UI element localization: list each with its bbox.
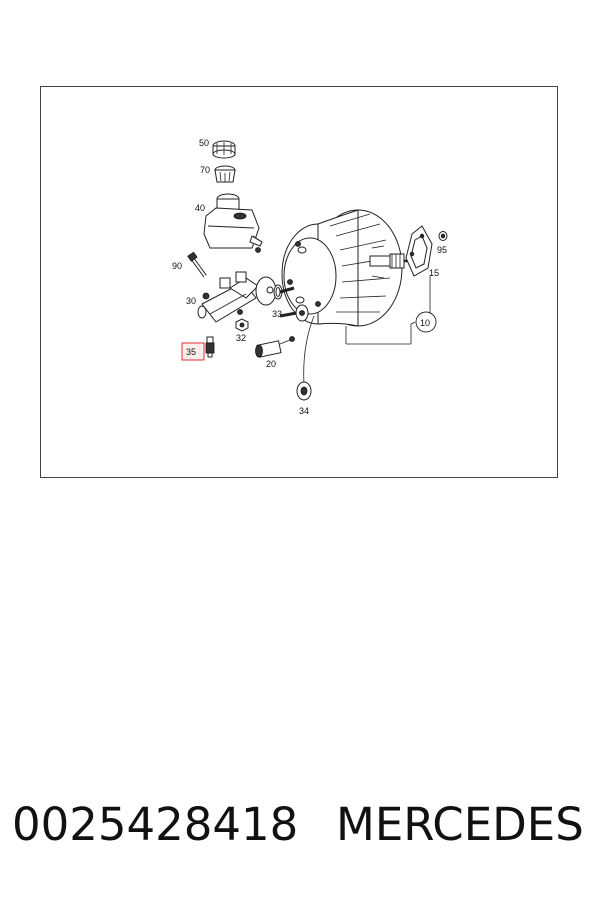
callout-10-bubble: [415, 311, 437, 333]
callout-10-leader: [345, 276, 431, 345]
callout-20: 20: [266, 359, 276, 369]
part-30-master-cylinder[interactable]: [197, 271, 277, 323]
callout-40: 40: [195, 203, 205, 213]
part-35-sensor[interactable]: [205, 336, 215, 358]
brake-booster-exploded-diagram: 50 70 40 90 30: [172, 138, 448, 416]
callout-34: 34: [299, 406, 309, 416]
callout-32: 32: [236, 333, 246, 343]
callout-50: 50: [199, 138, 209, 148]
callout-35: 35: [186, 347, 196, 357]
callout-95: 95: [437, 245, 447, 255]
callout-70: 70: [200, 165, 210, 175]
diagram-frame: [40, 86, 558, 478]
part-10-brake-booster[interactable]: [279, 209, 418, 327]
callout-35-highlight: [181, 342, 205, 361]
part-40-reservoir[interactable]: [203, 193, 263, 253]
part-95-nut[interactable]: [438, 231, 448, 241]
part-34-grommet[interactable]: [296, 381, 312, 401]
part-number: 0025428418: [12, 798, 299, 851]
part-33-seal-ring[interactable]: [273, 284, 283, 300]
callout-30: 30: [186, 296, 196, 306]
part-caption: 0025428418 MERCEDES: [0, 798, 600, 868]
part-90-bolt[interactable]: [187, 251, 207, 278]
part-15-gasket[interactable]: [405, 225, 433, 277]
callout-15: 15: [429, 268, 439, 278]
callout-90: 90: [172, 261, 182, 271]
callout-10: 10: [420, 318, 430, 328]
part-20-switch[interactable]: [255, 336, 295, 358]
brand-name: MERCEDES: [336, 798, 584, 851]
callout-33: 33: [272, 309, 282, 319]
part-70-strainer[interactable]: [214, 165, 236, 183]
part-50-cap[interactable]: [212, 140, 236, 159]
part-32-nut[interactable]: [235, 318, 249, 332]
